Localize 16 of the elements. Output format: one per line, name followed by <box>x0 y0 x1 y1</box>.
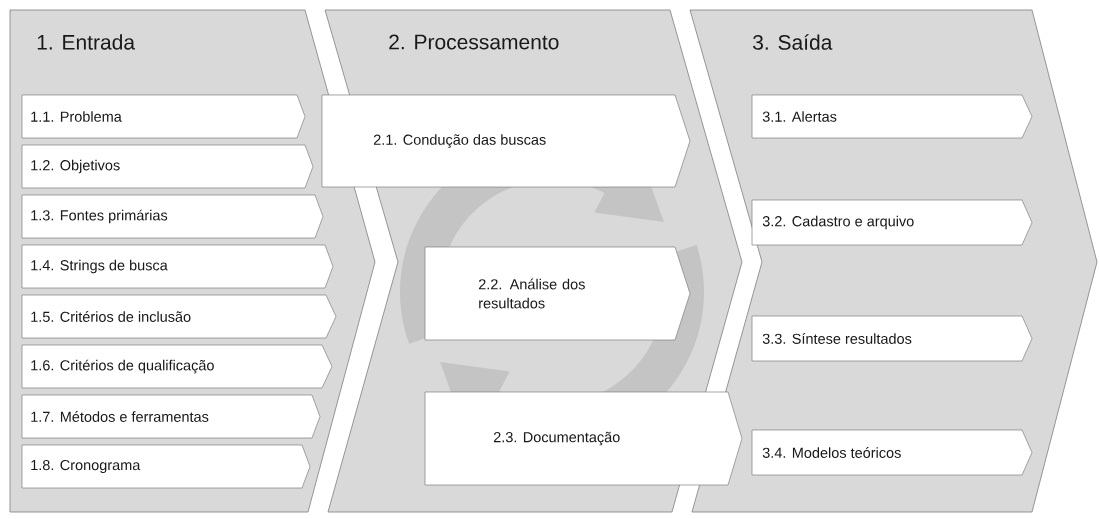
process-box: 3.3. Síntese resultados <box>751 315 1033 362</box>
process-box: 1.6. Critérios de qualificação <box>21 344 333 389</box>
node-label: 2. Processamento <box>389 34 559 50</box>
process-box: 3.4. Modelos teóricos <box>751 429 1033 476</box>
process-box: 1.7. Métodos e ferramentas <box>21 394 321 439</box>
process-box: 3.1. Alertas <box>751 94 1033 139</box>
process-box: 1.4. Strings de busca <box>21 244 334 289</box>
process-box: 2.1. Condução das buscas <box>321 94 691 188</box>
process-box: 2.2. Análise dos resultados <box>424 246 691 341</box>
process-box: 1.8. Cronograma <box>21 444 311 489</box>
process-box: 2.3. Documentação <box>424 391 743 486</box>
process-box: 1.1. Problema <box>21 94 306 139</box>
process-box: 1.2. Objetivos <box>21 144 314 189</box>
process-box: 3.2. Cadastro e arquivo <box>751 199 1033 246</box>
process-box: 1.5. Critérios de inclusão <box>21 294 337 339</box>
process-box: 1.3. Fontes primárias <box>21 194 324 239</box>
